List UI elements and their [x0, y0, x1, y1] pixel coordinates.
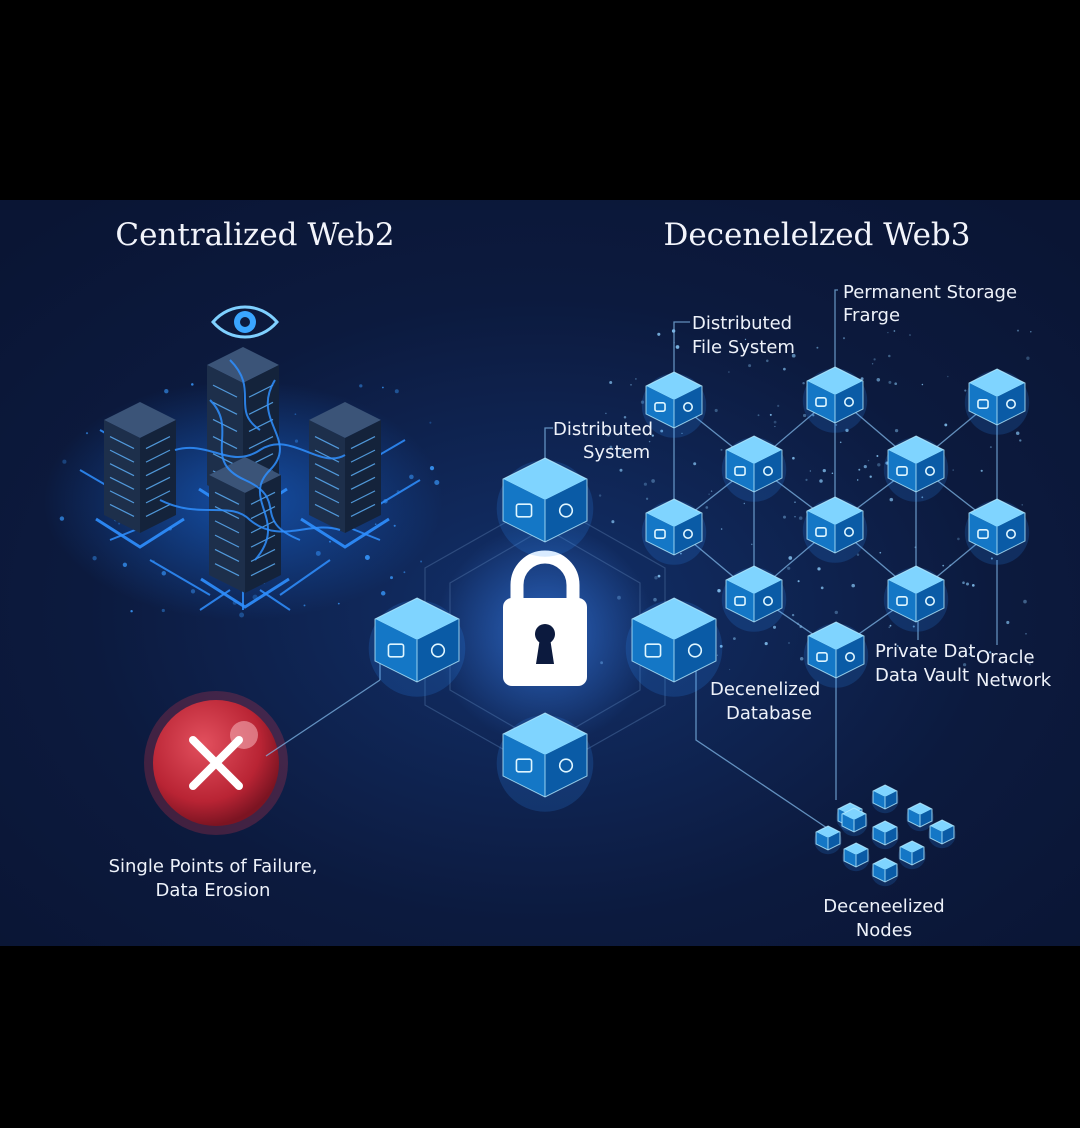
data-cube-icon: [964, 368, 1030, 435]
distributed-file-system-label-2: File System: [692, 337, 795, 358]
oracle-network-label-1: Oracle: [976, 647, 1035, 668]
node-cube-icon: [814, 825, 842, 855]
distributed-system-label-2: System: [583, 442, 650, 463]
node-cube-icon: [898, 840, 926, 870]
distributed-file-system-label-1: Distributed: [692, 313, 792, 334]
data-cube-icon: [641, 371, 707, 438]
oracle-network-label-2: Network: [976, 670, 1052, 691]
decentralized-nodes-cluster: [814, 784, 956, 887]
decentralized-nodes-label-2: Nodes: [856, 920, 912, 941]
eye-icon: [211, 305, 279, 339]
data-cube-icon: [883, 565, 949, 632]
data-cube-icon: [368, 597, 466, 697]
failure-indicator: [144, 691, 288, 835]
private-data-vault-label-1: Private Dat: [875, 641, 975, 662]
centralized-server-cluster: [43, 305, 443, 620]
top-letterbox: [0, 0, 1080, 200]
node-cube-icon: [928, 819, 956, 849]
node-cube-icon: [840, 807, 868, 837]
failure-label-line-2: Data Erosion: [156, 880, 271, 901]
data-cube-icon: [802, 496, 868, 563]
decentralized-database-label-1: Decenelized: [710, 679, 820, 700]
decentralized-nodes-label-1: Deceneelized: [823, 896, 944, 917]
data-cube-icon: [721, 565, 787, 632]
permanent-storage-label-1: Permanent Storage: [843, 282, 1017, 303]
decentralized-title: Decenelelzed Web3: [663, 217, 970, 253]
data-cube-icon: [496, 457, 594, 557]
x-mark-icon: [189, 736, 243, 790]
distributed-system-label-1: Distributed: [553, 419, 653, 440]
data-cube-icon: [964, 498, 1030, 565]
central-lock-hub: [424, 499, 666, 774]
data-cube-icon: [802, 366, 868, 433]
data-cube-icon: [883, 435, 949, 502]
node-cube-icon: [871, 857, 899, 887]
node-cube-icon: [842, 842, 870, 872]
data-cube-icon: [803, 621, 869, 688]
data-cube-icon: [721, 435, 787, 502]
padlock-icon: [503, 550, 587, 686]
permanent-storage-label-2: Frarge: [843, 305, 900, 326]
node-cube-icon: [871, 784, 899, 814]
decentralized-database-label-2: Database: [726, 703, 812, 724]
node-cube-icon: [906, 802, 934, 832]
server-rack-icon: [200, 457, 290, 609]
bottom-letterbox: [0, 946, 1080, 1128]
server-rack-icon: [95, 402, 185, 549]
data-cube-icon: [496, 712, 594, 812]
data-cube-icon: [641, 498, 707, 565]
node-cube-icon: [871, 820, 899, 850]
centralized-title: Centralized Web2: [115, 217, 394, 253]
failure-label-line-1: Single Points of Failure,: [109, 856, 318, 877]
data-cube-icon: [625, 597, 723, 697]
private-data-vault-label-2: Data Vault: [875, 665, 969, 686]
